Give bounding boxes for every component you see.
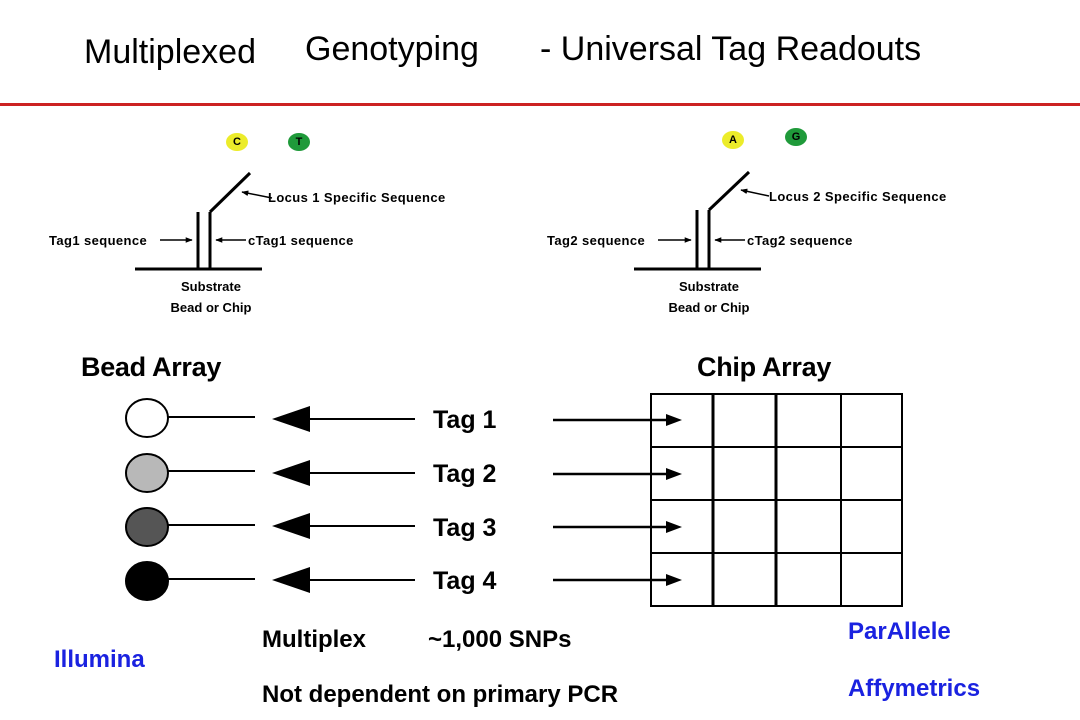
title-genotyping: Genotyping: [305, 30, 479, 68]
not-dependent-label: Not dependent on primary PCR: [262, 681, 619, 708]
chip-grid: [650, 393, 903, 607]
tag-3-chip-arrowhead: [666, 521, 682, 533]
substrate-2-label: Substrate Bead or Chip: [634, 276, 784, 318]
locus-arrow-2: [740, 188, 770, 197]
chip-array-heading: Chip Array: [697, 352, 832, 382]
tag-4-bead-arrowhead: [272, 567, 310, 593]
bead-array: [125, 398, 255, 601]
bead-4: [125, 561, 169, 601]
substrate-2-line2: Bead or Chip: [668, 300, 750, 315]
bead-1: [125, 398, 169, 438]
tag-2-chip-arrowhead: [666, 468, 682, 480]
parallele-label: ParAllele: [848, 618, 951, 645]
substrate-2-line1: Substrate: [679, 279, 739, 294]
affymetrics-label: Affymetrics: [848, 675, 981, 702]
bead-3: [125, 507, 169, 547]
tag-2-label: Tag 2: [433, 460, 497, 488]
tag-1-bead-arrowhead: [272, 406, 310, 432]
multiplex-label: Multiplex: [262, 626, 367, 653]
locus-strand-1: [208, 171, 252, 214]
title-universal-tag-readouts: - Universal Tag Readouts: [540, 30, 922, 68]
substrate-1-line1: Substrate: [181, 279, 241, 294]
snp-count-label: ~1,000 SNPs: [428, 626, 572, 653]
title-multiplexed: Multiplexed: [84, 33, 256, 71]
tag-3-bead-arrowhead: [272, 513, 310, 539]
bead-2: [125, 453, 169, 493]
bead-array-heading: Bead Array: [81, 352, 222, 382]
tag2-sequence-label: Tag2 sequence: [547, 233, 646, 248]
tag-4-label: Tag 4: [433, 567, 497, 595]
locus-strand-2: [707, 170, 751, 212]
allele-c-marker: C: [226, 133, 248, 151]
title-divider: [0, 103, 1080, 106]
bead-arrows: [272, 406, 415, 593]
tag1-sequence-label: Tag1 sequence: [49, 233, 148, 248]
chip-arrows: [553, 414, 682, 586]
construct-2-diagram: [634, 170, 770, 271]
ctag2-sequence-label: cTag2 sequence: [747, 233, 853, 248]
allele-g-marker: G: [785, 128, 807, 146]
locus-arrow-1: [241, 190, 273, 199]
tag-3-label: Tag 3: [433, 514, 497, 542]
construct-1-diagram: [135, 171, 273, 271]
locus-1-label: Locus 1 Specific Sequence: [268, 190, 446, 205]
ctag1-sequence-label: cTag1 sequence: [248, 233, 354, 248]
tag-4-chip-arrowhead: [666, 574, 682, 586]
allele-a-marker: A: [722, 131, 744, 149]
allele-t-marker: T: [288, 133, 310, 151]
illumina-label: Illumina: [54, 646, 145, 673]
substrate-1-label: Substrate Bead or Chip: [136, 276, 286, 318]
tag-2-bead-arrowhead: [272, 460, 310, 486]
tag-1-chip-arrowhead: [666, 414, 682, 426]
tag-1-label: Tag 1: [433, 406, 497, 434]
locus-2-label: Locus 2 Specific Sequence: [769, 189, 947, 204]
substrate-1-line2: Bead or Chip: [170, 300, 252, 315]
